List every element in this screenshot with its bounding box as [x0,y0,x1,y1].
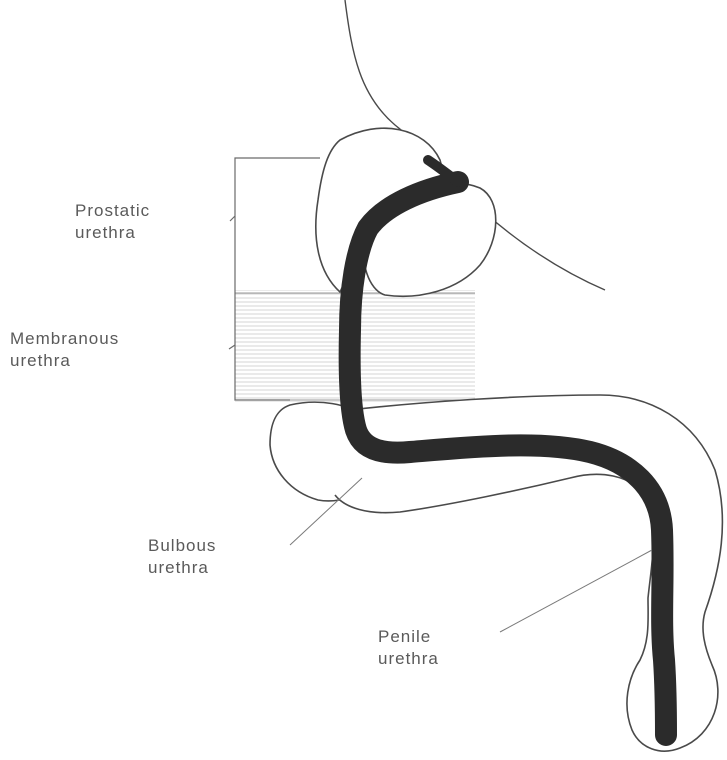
bulbous-label-line2: urethra [148,557,216,579]
prostatic-urethra-label: Prostatic urethra [75,200,150,244]
prostatic-label-line1: Prostatic [75,200,150,222]
penile-leader-line [500,550,652,632]
penile-label-line1: Penile [378,626,439,648]
prostatic-bracket [230,158,320,292]
membranous-label-line1: Membranous [10,328,119,350]
prostatic-label-line2: urethra [75,222,150,244]
bulbous-label-line1: Bulbous [148,535,216,557]
penile-urethra-label: Penile urethra [378,626,439,670]
penile-label-line2: urethra [378,648,439,670]
bulbous-urethra-label: Bulbous urethra [148,535,216,579]
membranous-urethra-label: Membranous urethra [10,328,119,372]
membranous-label-line2: urethra [10,350,119,372]
